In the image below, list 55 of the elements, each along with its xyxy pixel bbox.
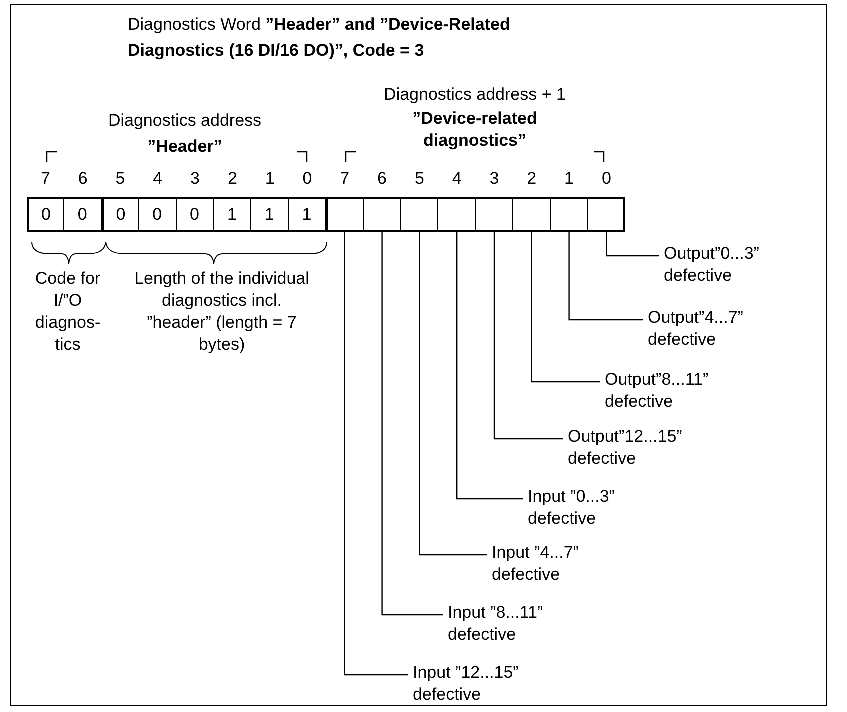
- brace-label: Length of the individual diagnostics incl. ”header” (length = 7 bytes): [134, 268, 310, 356]
- leader-line: [344, 232, 408, 676]
- bit-description: Output”0...3” defective: [659, 243, 799, 287]
- leader-line: [606, 232, 659, 257]
- brace-label: Code for I/”O diagnos- tics: [34, 268, 102, 356]
- leader-line: [531, 232, 600, 383]
- bit-cell: 0: [139, 197, 177, 232]
- bit-cell: [438, 197, 476, 232]
- title: Diagnostics Word ”Header” and ”Device-Related Diagnostics (16 DI/16 DO)”, Code = 3: [128, 14, 512, 62]
- group-heading: ”Header”: [146, 136, 224, 158]
- bit-description: Output”12...15” defective: [563, 426, 703, 470]
- bit-cell: [588, 197, 626, 232]
- bit-cell: [550, 197, 588, 232]
- leader-line: [456, 232, 523, 500]
- bit-number: 5: [114, 168, 126, 190]
- bit-description: Input ”8...11” defective: [443, 602, 583, 646]
- bit-description: Input ”12...15” defective: [408, 662, 548, 706]
- bit-description: Input ”4...7” defective: [487, 542, 627, 586]
- bit-cell: [401, 197, 438, 232]
- bit-cell: 1: [251, 197, 289, 232]
- bit-number: 2: [526, 168, 538, 190]
- bit-number: 4: [152, 168, 164, 190]
- leader-line: [419, 232, 487, 556]
- leader-line: [382, 232, 443, 616]
- group-heading: ”Device-related diagnostics”: [412, 108, 538, 152]
- bit-cell: 0: [102, 197, 140, 232]
- bit-number: 2: [226, 168, 238, 190]
- bit-description: Output”8...11” defective: [600, 369, 740, 413]
- bit-number: 7: [40, 168, 52, 190]
- bit-number: 3: [190, 168, 202, 190]
- bit-cell: [513, 197, 551, 232]
- group-heading: Diagnostics address + 1: [383, 84, 567, 106]
- bit-number: 0: [600, 168, 612, 190]
- leader-line: [494, 232, 563, 440]
- group-heading: Diagnostics address: [107, 110, 263, 132]
- bit-cell: [326, 197, 364, 232]
- leader-line: [568, 232, 643, 321]
- bit-number: 4: [451, 168, 463, 190]
- bit-cell: 1: [288, 197, 326, 232]
- bit-number: 5: [414, 168, 426, 190]
- bit-number: 7: [339, 168, 351, 190]
- bit-number: 3: [488, 168, 500, 190]
- bit-cell: [364, 197, 401, 232]
- bit-description: Input ”0...3” defective: [523, 486, 663, 530]
- bit-number: 1: [564, 168, 576, 190]
- bit-cell: 1: [214, 197, 252, 232]
- bit-number: 1: [264, 168, 276, 190]
- bit-number: 0: [302, 168, 314, 190]
- bit-description: Output”4...7” defective: [643, 307, 783, 351]
- bit-cell: 0: [64, 197, 102, 232]
- bit-cell: 0: [27, 197, 64, 232]
- bit-cell: [476, 197, 514, 232]
- bit-cell: 0: [176, 197, 214, 232]
- bit-number: 6: [77, 168, 89, 190]
- bit-number: 6: [376, 168, 388, 190]
